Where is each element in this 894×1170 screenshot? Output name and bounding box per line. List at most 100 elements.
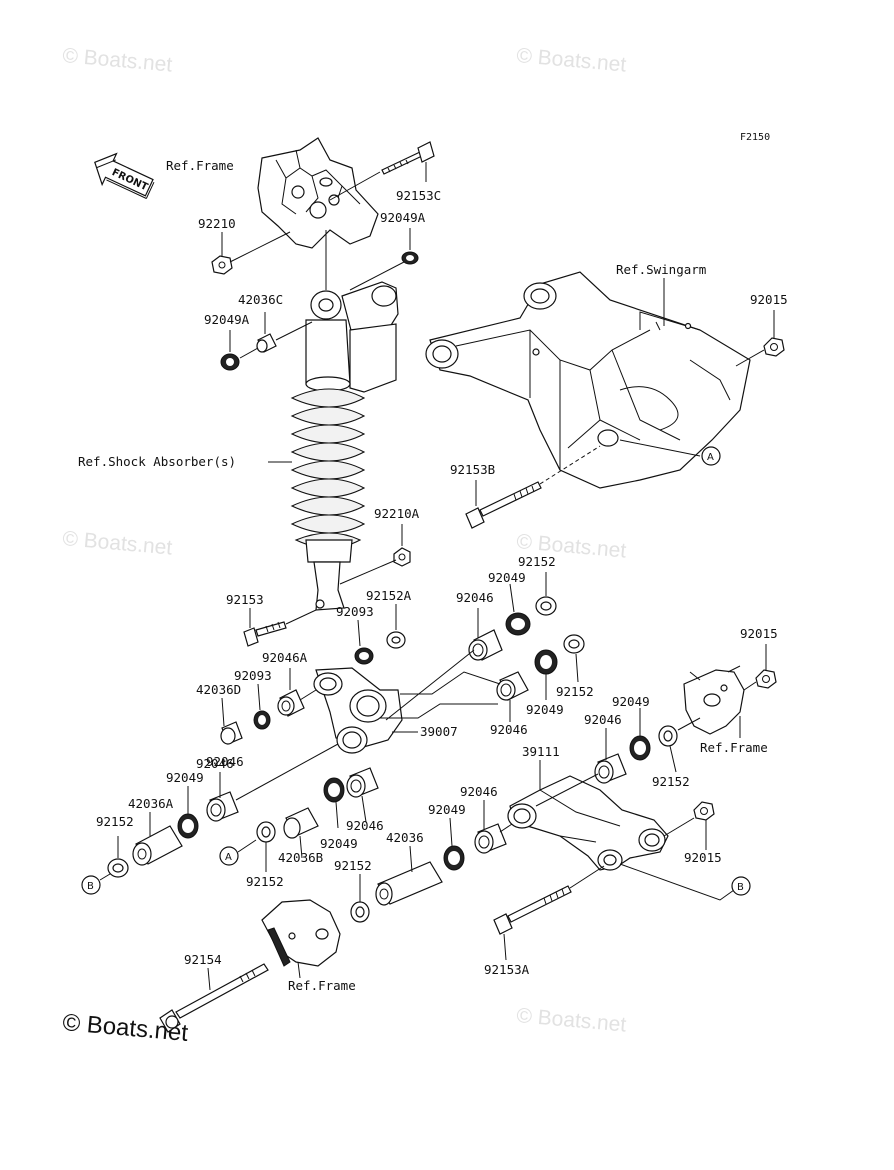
collar-42036d: [220, 721, 243, 745]
seal-92049-b: [534, 649, 558, 675]
washer-92049a-top: [401, 251, 419, 265]
bearing-92046-a: [468, 629, 503, 661]
bolt-92153b: [465, 481, 542, 529]
label-92046-a: 92046: [456, 590, 494, 605]
collar-42036a: [132, 825, 183, 866]
frame-bracket-top: [257, 137, 379, 249]
callout-b-left: B: [81, 873, 111, 895]
svg-text:A: A: [707, 452, 714, 463]
shock-spring: [290, 388, 366, 549]
bearing-92046-f: [474, 823, 507, 854]
seal-92093-a: [354, 647, 374, 665]
washer-92152-c: [107, 858, 129, 878]
label-92152-e: 92152: [334, 858, 372, 873]
bearing-92046-e: [594, 753, 627, 784]
label-92093-a: 92093: [336, 604, 374, 619]
washer-92152-d: [256, 821, 276, 843]
label-ref-frame-right: Ref.Frame: [700, 740, 768, 755]
shock-absorber: [290, 281, 399, 611]
nut-92210a: [393, 547, 411, 567]
seal-92049-f: [443, 845, 465, 871]
callout-a-lower: A: [219, 839, 257, 866]
label-92049a-top: 92049A: [380, 210, 426, 225]
part-labels: Ref.Frame 92153C 92210 92049A 42036C 920…: [78, 158, 788, 993]
label-39007: 39007: [420, 724, 458, 739]
label-42036a: 42036A: [128, 796, 174, 811]
tie-rod-39007: [313, 667, 403, 754]
collar-42036b: [283, 807, 319, 839]
seal-92093-b: [253, 710, 271, 730]
nut-92210: [211, 255, 233, 275]
label-ref-shock-absorber: Ref.Shock Absorber(s): [78, 454, 236, 469]
watermark: © Boats.net: [62, 44, 174, 77]
seal-92049-c: [177, 813, 199, 839]
label-92093-b: 92093: [234, 668, 272, 683]
label-92153: 92153: [226, 592, 264, 607]
seal-92049-d: [323, 777, 345, 803]
watermark: © Boats.net: [62, 527, 174, 560]
label-92049-f: 92049: [320, 836, 358, 851]
bearing-92046-d: [346, 767, 379, 798]
label-92049a-left: 92049A: [204, 312, 250, 327]
label-92049-b: 92049: [612, 694, 650, 709]
label-92046-e: 92046: [460, 784, 498, 799]
rocker-arm-39111: [507, 775, 669, 871]
svg-text:A: A: [225, 852, 232, 863]
label-92046-d: 92046: [206, 754, 244, 769]
seal-92049-top: [505, 612, 531, 636]
label-ref-frame-bottom: Ref.Frame: [288, 978, 356, 993]
label-42036: 42036: [386, 830, 424, 845]
callout-b-right: B: [619, 863, 751, 901]
label-92152-c: 92152: [652, 774, 690, 789]
callout-a-top: A: [619, 439, 721, 466]
label-ref-frame-top: Ref.Frame: [166, 158, 234, 173]
diagram-code: F2150: [740, 132, 770, 143]
front-arrow-icon: FRONT: [94, 152, 155, 199]
label-92152-f: 92152: [246, 874, 284, 889]
label-92049-c: 92049: [526, 702, 564, 717]
swingarm: [425, 271, 751, 489]
nut-92015-mid: [755, 669, 777, 689]
label-92046-b: 92046: [584, 712, 622, 727]
label-92049-top: 92049: [488, 570, 526, 585]
washer-92152a: [386, 631, 406, 649]
label-92153a: 92153A: [484, 962, 530, 977]
label-92046-g: 92046: [196, 756, 234, 771]
washer-92049a-left: [220, 353, 240, 371]
label-92152-top: 92152: [518, 554, 556, 569]
seal-92049-e: [629, 735, 651, 761]
label-ref-swingarm: Ref.Swingarm: [616, 262, 706, 277]
label-42036c: 42036C: [238, 292, 283, 307]
label-92210: 92210: [198, 216, 236, 231]
label-92015-mid: 92015: [740, 626, 778, 641]
label-92046-f: 92046: [346, 818, 384, 833]
bearing-92046a: [277, 689, 305, 717]
label-92015-bot: 92015: [684, 850, 722, 865]
frame-bracket-bottom: [261, 899, 341, 967]
label-92152a: 92152A: [366, 588, 412, 603]
watermark: © Boats.net: [516, 1004, 628, 1037]
label-92152-b: 92152: [556, 684, 594, 699]
nut-92015-top: [763, 337, 785, 357]
washer-92152-e: [658, 725, 678, 747]
bolt-92153a: [493, 885, 572, 935]
label-39111: 39111: [522, 744, 560, 759]
bearing-92046-c: [206, 791, 239, 822]
collar-42036: [375, 861, 443, 906]
label-92046-c: 92046: [490, 722, 528, 737]
label-92015-top: 92015: [750, 292, 788, 307]
label-92154: 92154: [184, 952, 222, 967]
label-42036b: 42036B: [278, 850, 323, 865]
svg-text:B: B: [87, 881, 94, 892]
label-92152-d: 92152: [96, 814, 134, 829]
bolt-92153c: [381, 141, 435, 175]
bolt-92153: [243, 621, 287, 647]
label-92153b: 92153B: [450, 462, 495, 477]
label-92046a: 92046A: [262, 650, 308, 665]
washer-92152-top: [535, 596, 557, 616]
washer-92152-b: [563, 634, 585, 654]
label-92049-e: 92049: [428, 802, 466, 817]
label-92049-d: 92049: [166, 770, 204, 785]
